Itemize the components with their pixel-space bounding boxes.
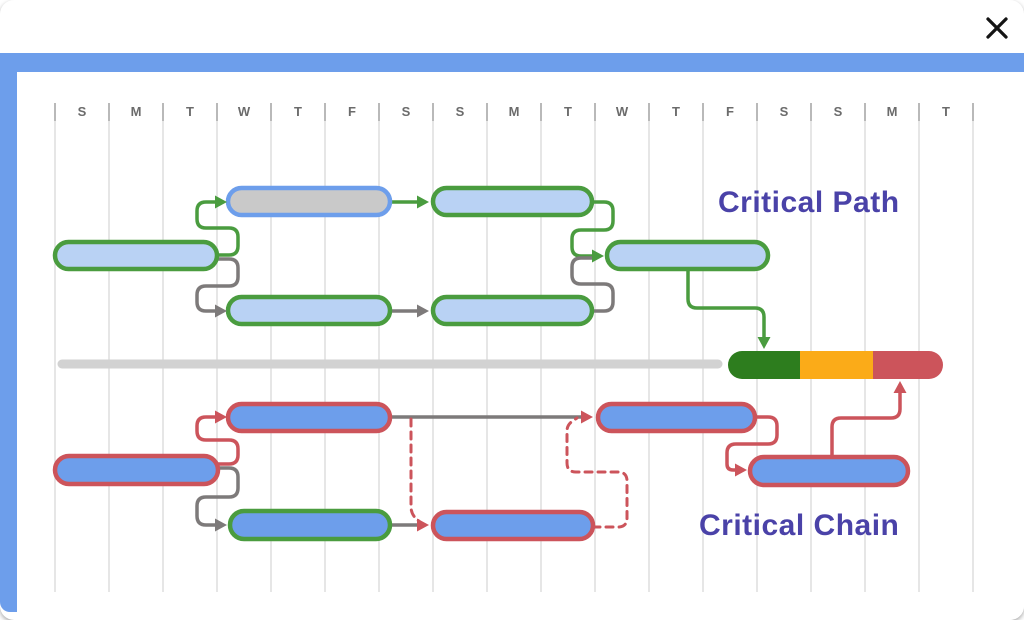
arrowhead bbox=[592, 249, 604, 263]
task-bar-cp-end bbox=[604, 239, 771, 272]
task-bar-cc-task-a1 bbox=[225, 401, 393, 434]
arrowhead bbox=[417, 195, 429, 209]
day-label: F bbox=[348, 104, 356, 119]
dependency-connector bbox=[195, 257, 240, 313]
dependency-connector bbox=[686, 265, 766, 343]
task-bar-cp-task-a2 bbox=[430, 185, 595, 218]
task-bar-cp-start bbox=[52, 239, 220, 272]
critical-path-label: Critical Path bbox=[718, 186, 900, 219]
task-bar-cp-task-b1 bbox=[225, 294, 393, 327]
arrowhead bbox=[215, 518, 227, 532]
day-label: M bbox=[509, 104, 520, 119]
arrowhead bbox=[417, 518, 429, 532]
dependency-connector bbox=[195, 466, 240, 527]
day-label: S bbox=[78, 104, 87, 119]
dependency-connector bbox=[195, 200, 240, 257]
day-label: S bbox=[402, 104, 411, 119]
arrowhead bbox=[417, 304, 429, 318]
dependency-connector bbox=[570, 256, 615, 313]
day-label: T bbox=[294, 104, 302, 119]
arrowhead bbox=[581, 410, 593, 424]
arrowhead bbox=[757, 337, 771, 349]
dependency-connector bbox=[570, 200, 615, 258]
task-bar-cc-task-b2 bbox=[430, 509, 596, 542]
buffer-bar-segment bbox=[800, 351, 873, 379]
dependency-connector bbox=[409, 417, 424, 526]
day-label: T bbox=[942, 104, 950, 119]
arrowhead bbox=[215, 195, 227, 209]
day-label: W bbox=[616, 104, 629, 119]
dependency-connector bbox=[195, 415, 240, 466]
day-label: F bbox=[726, 104, 734, 119]
day-label: T bbox=[672, 104, 680, 119]
arrowhead bbox=[735, 463, 747, 477]
day-label: M bbox=[131, 104, 142, 119]
task-bar-cp-task-b2 bbox=[430, 294, 595, 327]
frame-left-bar bbox=[0, 53, 17, 612]
dependency-connector bbox=[830, 387, 902, 461]
task-bar-cc-end bbox=[747, 454, 911, 488]
buffer-bar-segment bbox=[873, 351, 943, 379]
day-label: T bbox=[564, 104, 572, 119]
arrowhead bbox=[215, 304, 227, 318]
close-icon bbox=[986, 17, 1008, 39]
task-bar-cc-start bbox=[52, 453, 221, 487]
critical-chain-label: Critical Chain bbox=[699, 509, 900, 542]
day-label: S bbox=[834, 104, 843, 119]
close-button[interactable] bbox=[975, 7, 1019, 49]
day-label: S bbox=[456, 104, 465, 119]
arrowhead bbox=[215, 410, 227, 424]
dependency-connector bbox=[725, 415, 779, 472]
day-label: M bbox=[887, 104, 898, 119]
frame-top-band bbox=[0, 53, 1024, 72]
day-label: W bbox=[238, 104, 251, 119]
day-label: S bbox=[780, 104, 789, 119]
buffer-bar-segment bbox=[728, 351, 800, 379]
task-bar-cc-task-a2 bbox=[595, 401, 758, 434]
task-bar-cc-task-b1 bbox=[227, 508, 393, 542]
task-bar-cp-task-a1 bbox=[225, 185, 393, 218]
dependency-connector bbox=[565, 416, 629, 529]
day-label: T bbox=[186, 104, 194, 119]
arrowhead bbox=[893, 381, 907, 393]
